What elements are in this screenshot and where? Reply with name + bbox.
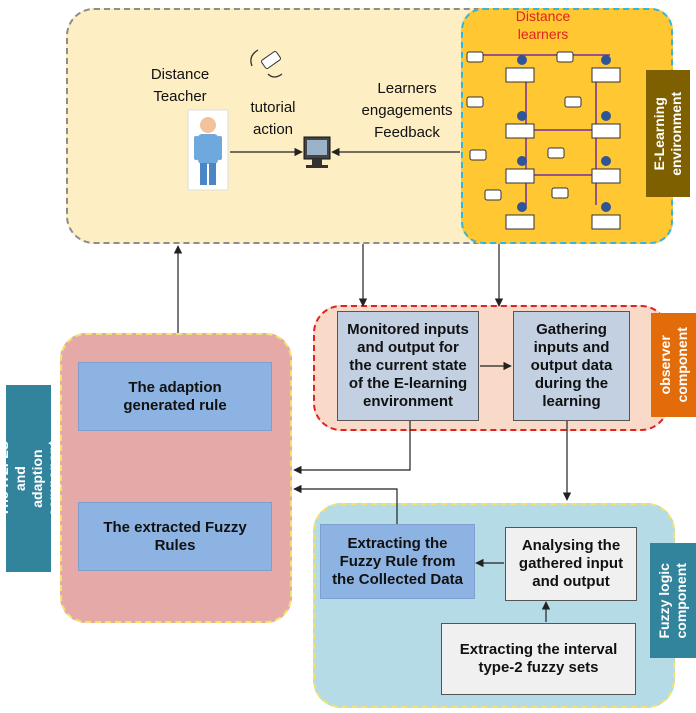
camera-icon — [250, 49, 283, 78]
adaption-rule-box: The adaption generated rule — [78, 362, 272, 431]
extract-fuzzy-rule-box: Extracting the Fuzzy Rule from the Colle… — [320, 524, 475, 599]
arrow-monitored-to-adaption — [293, 420, 411, 475]
observer-tag-text: observer component — [656, 327, 690, 403]
fuzzy-logic-tag: Fuzzy logic component — [650, 543, 696, 658]
adaption-tag: The IT2FLS and adaption component — [0, 385, 61, 572]
learner-workstation-icons — [505, 55, 621, 230]
distance-teacher-label: Distance Teacher — [150, 66, 210, 105]
observer-tag: observer component — [651, 313, 696, 417]
monitor-icon — [303, 136, 331, 168]
distance-learners-panel — [461, 8, 673, 244]
tutorial-action-label: tutorial action — [250, 99, 296, 138]
fuzzy-tag-text: Fuzzy logic component — [656, 562, 690, 639]
learner-camera-icons — [466, 51, 582, 201]
extracted-fuzzy-rules-box: The extracted Fuzzy Rules — [78, 502, 272, 571]
interval-fuzzy-sets-box: Extracting the interval type-2 fuzzy set… — [441, 623, 636, 695]
adaption-tag-text: The IT2FLS and adaption component — [0, 440, 62, 517]
monitored-inputs-box: Monitored inputs and output for the curr… — [337, 311, 479, 421]
elearning-tag: E-Learning environment — [646, 70, 690, 197]
gathering-data-box: Gathering inputs and output data during … — [513, 311, 630, 421]
analysing-box: Analysing the gathered input and output — [505, 527, 637, 601]
learners-network — [482, 54, 610, 205]
learners-feedback-label: Learners engagements Feedback — [361, 80, 453, 141]
distance-learners-label: Distance learners — [515, 8, 571, 42]
elearning-tag-text: E-Learning environment — [651, 91, 685, 176]
teacher-figure — [187, 109, 229, 191]
